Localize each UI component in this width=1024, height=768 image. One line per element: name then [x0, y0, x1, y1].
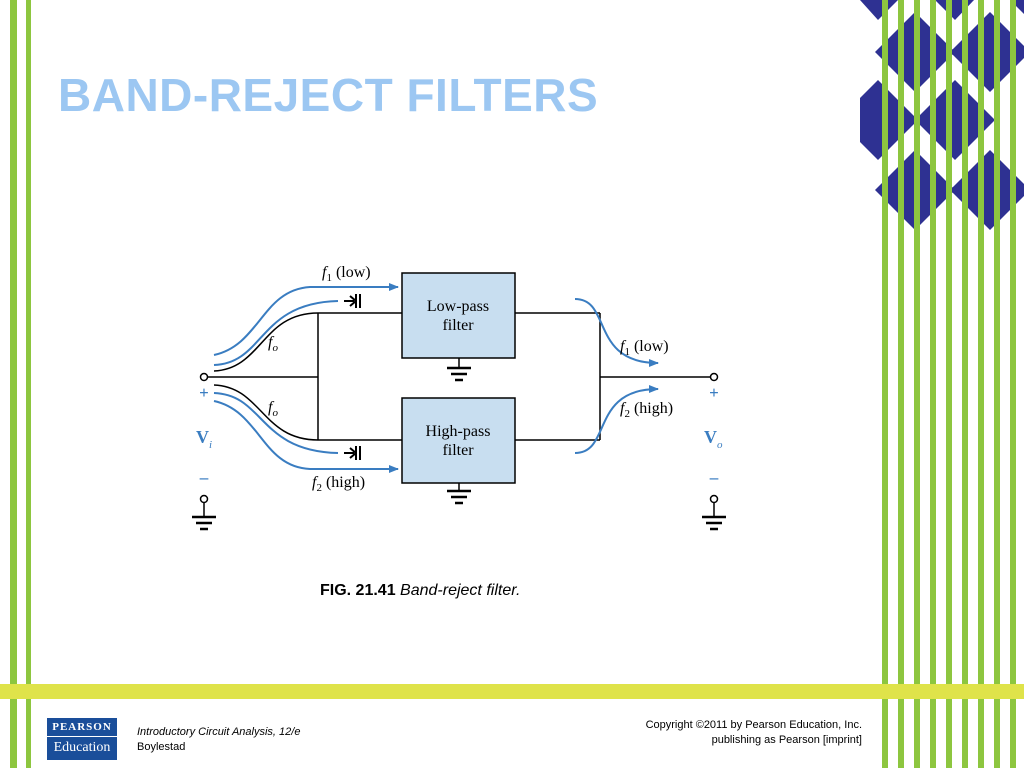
book-author: Boylestad — [137, 741, 186, 753]
left-stripe — [26, 0, 31, 768]
vo-minus-label: – — [709, 468, 719, 487]
fo-black-upper — [213, 312, 319, 372]
fo-lower-label: fo — [268, 399, 278, 419]
ground-icon — [447, 366, 471, 382]
f2-high-output-label: f2 (high) — [620, 400, 673, 420]
vi-label: Vi — [196, 427, 212, 451]
logo-bottom-text: Education — [53, 740, 111, 755]
fo-upper-label: fo — [268, 334, 278, 354]
f1-input-arrow — [213, 283, 399, 356]
fo-lower-curve — [213, 392, 339, 454]
slide-title: BAND-REJECT FILTERS — [58, 69, 599, 121]
vi-plus-label: + — [199, 383, 209, 402]
figure-caption-text: Band-reject filter. — [400, 582, 521, 599]
f1-output-arrow — [574, 298, 659, 367]
right-stripe — [994, 0, 1000, 768]
book-title: Introductory Circuit Analysis, 12/e — [137, 726, 301, 738]
f2-high-input-label: f2 (high) — [312, 474, 365, 494]
diamond-shape — [860, 0, 898, 20]
ground-icon — [702, 515, 726, 531]
input-terminal-bottom — [199, 494, 209, 504]
right-stripe — [1010, 0, 1016, 768]
f1-low-output-label: f1 (low) — [620, 338, 669, 358]
low-pass-label-line1: Low-pass — [427, 298, 489, 315]
highpass-block-symbol — [344, 446, 361, 460]
right-stripe — [898, 0, 904, 768]
low-pass-filter-block — [401, 272, 516, 359]
right-stripe — [914, 0, 920, 768]
vo-label: Vo — [704, 427, 723, 451]
high-pass-label-line1: High-pass — [426, 423, 491, 440]
logo-top-text: PEARSON — [47, 721, 117, 737]
lowpass-block-symbol — [344, 294, 361, 308]
output-terminal-bottom — [709, 494, 719, 504]
vi-minus-label: – — [199, 468, 209, 487]
right-stripe — [930, 0, 936, 768]
right-stripe — [882, 0, 888, 768]
high-pass-filter-block — [401, 397, 516, 484]
copyright-line-1: Copyright ©2011 by Pearson Education, In… — [645, 719, 862, 731]
right-stripe — [962, 0, 968, 768]
pearson-logo: PEARSON Education — [47, 718, 117, 760]
copyright-notice: Copyright ©2011 by Pearson Education, In… — [560, 718, 862, 748]
copyright-line-2: publishing as Pearson [imprint] — [711, 734, 862, 746]
diamond-shape — [935, 0, 974, 20]
vo-plus-label: + — [709, 383, 719, 402]
figure-number: FIG. 21.41 — [320, 582, 396, 599]
f2-input-arrow — [213, 400, 399, 473]
f1-low-input-label: f1 (low) — [322, 264, 371, 284]
low-pass-label-line2: filter — [442, 317, 474, 334]
right-stripe — [978, 0, 984, 768]
fo-upper-curve — [213, 300, 339, 366]
ground-icon — [192, 515, 216, 531]
diamond-shape — [950, 150, 1024, 230]
output-terminal-top — [709, 372, 719, 382]
high-pass-label-line2: filter — [442, 442, 474, 459]
input-terminal-top — [199, 372, 209, 382]
footer-band — [0, 684, 1024, 699]
band-reject-filter-diagram: Low-pass filter High-pass filter f1 (low… — [192, 264, 726, 531]
figure-caption: FIG. 21.41 Band-reject filter. — [320, 582, 520, 600]
decorative-pattern — [860, 0, 1024, 768]
diamond-shape — [860, 80, 918, 160]
right-stripe — [946, 0, 952, 768]
ground-icon — [447, 489, 471, 505]
fo-black-lower — [213, 384, 319, 441]
book-info: Introductory Circuit Analysis, 12/e Boyl… — [137, 725, 300, 755]
left-stripe — [10, 0, 17, 768]
f2-output-arrow — [574, 385, 659, 454]
diamond-shape — [950, 12, 1024, 92]
